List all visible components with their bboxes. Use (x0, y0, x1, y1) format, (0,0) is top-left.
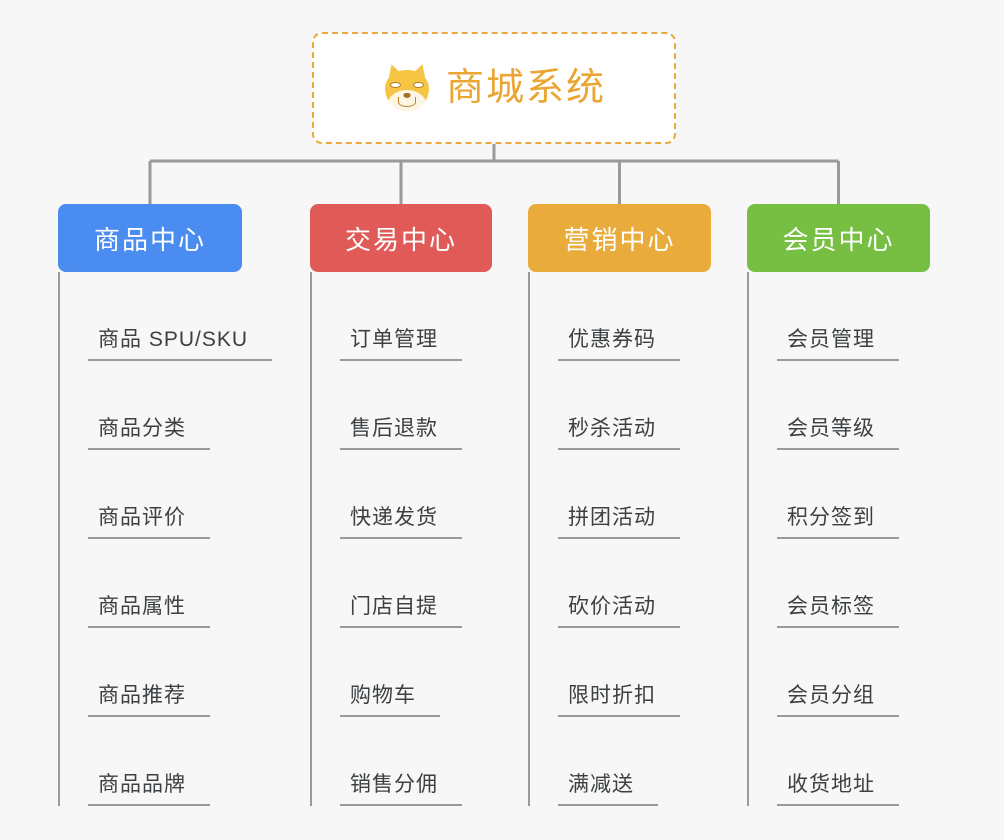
leaf-label: 商品属性 (88, 590, 210, 628)
leaf-list: 会员管理会员等级积分签到会员标签会员分组收货地址 (747, 272, 930, 806)
branch-trunk-line (528, 272, 530, 806)
leaf-node[interactable]: 商品推荐 (58, 628, 242, 717)
leaf-node[interactable]: 限时折扣 (528, 628, 711, 717)
leaf-list: 订单管理售后退款快递发货门店自提购物车销售分佣 (310, 272, 492, 806)
leaf-node[interactable]: 商品 SPU/SKU (58, 272, 273, 361)
category-node[interactable]: 商品中心 (58, 204, 242, 272)
leaf-label: 销售分佣 (340, 768, 462, 806)
branch-column: 交易中心订单管理售后退款快递发货门店自提购物车销售分佣 (310, 204, 492, 806)
root-title: 商城系统 (445, 67, 606, 109)
leaf-node[interactable]: 购物车 (310, 628, 492, 717)
leaf-label: 会员等级 (777, 412, 899, 450)
category-node[interactable]: 会员中心 (747, 204, 930, 272)
leaf-list: 商品 SPU/SKU 商品分类商品评价商品属性商品推荐商品品牌 (58, 272, 273, 806)
leaf-node[interactable]: 快递发货 (310, 450, 492, 539)
leaf-node[interactable]: 商品分类 (58, 361, 242, 450)
branch-trunk-line (747, 272, 749, 806)
leaf-label: 收货地址 (777, 768, 899, 806)
leaf-label: 门店自提 (340, 590, 462, 628)
leaf-label: 购物车 (340, 679, 440, 717)
leaf-label: 拼团活动 (558, 501, 680, 539)
leaf-node[interactable]: 秒杀活动 (528, 361, 711, 450)
leaf-label: 售后退款 (340, 412, 462, 450)
leaf-node[interactable]: 商品属性 (58, 539, 242, 628)
leaf-label: 秒杀活动 (558, 412, 680, 450)
leaf-label: 快递发货 (340, 501, 462, 539)
leaf-label: 会员标签 (777, 590, 899, 628)
shiba-inu-dog-icon (382, 61, 432, 113)
leaf-node[interactable]: 商品评价 (58, 450, 242, 539)
branch-column: 会员中心会员管理会员等级积分签到会员标签会员分组收货地址 (747, 204, 930, 806)
branch-trunk-line (310, 272, 312, 806)
branch-column: 营销中心优惠券码秒杀活动拼团活动砍价活动限时折扣满减送 (528, 204, 711, 806)
leaf-label: 限时折扣 (558, 679, 680, 717)
leaf-node[interactable]: 商品品牌 (58, 717, 242, 806)
category-node[interactable]: 交易中心 (310, 204, 492, 272)
branch-trunk-line (58, 272, 60, 806)
leaf-label: 商品推荐 (88, 679, 210, 717)
leaf-label: 会员分组 (777, 679, 899, 717)
leaf-label: 优惠券码 (558, 323, 680, 361)
leaf-node[interactable]: 积分签到 (747, 450, 930, 539)
root-node[interactable]: 商城系统 (312, 32, 676, 144)
leaf-label: 积分签到 (777, 501, 899, 539)
leaf-node[interactable]: 订单管理 (310, 272, 492, 361)
leaf-label: 满减送 (558, 768, 658, 806)
leaf-label: 商品品牌 (88, 768, 210, 806)
leaf-node[interactable]: 砍价活动 (528, 539, 711, 628)
leaf-node[interactable]: 售后退款 (310, 361, 492, 450)
leaf-label: 会员管理 (777, 323, 899, 361)
leaf-node[interactable]: 会员分组 (747, 628, 930, 717)
leaf-label: 商品分类 (88, 412, 210, 450)
leaf-node[interactable]: 拼团活动 (528, 450, 711, 539)
branch-column: 商品中心商品 SPU/SKU 商品分类商品评价商品属性商品推荐商品品牌 (58, 204, 273, 806)
leaf-node[interactable]: 销售分佣 (310, 717, 492, 806)
leaf-label: 商品评价 (88, 501, 210, 539)
leaf-node[interactable]: 收货地址 (747, 717, 930, 806)
leaf-node[interactable]: 满减送 (528, 717, 711, 806)
category-node[interactable]: 营销中心 (528, 204, 711, 272)
leaf-node[interactable]: 门店自提 (310, 539, 492, 628)
leaf-node[interactable]: 会员等级 (747, 361, 930, 450)
leaf-node[interactable]: 优惠券码 (528, 272, 711, 361)
leaf-list: 优惠券码秒杀活动拼团活动砍价活动限时折扣满减送 (528, 272, 711, 806)
leaf-label: 砍价活动 (558, 590, 680, 628)
leaf-label: 商品 SPU/SKU (88, 323, 273, 361)
leaf-label: 订单管理 (340, 323, 462, 361)
leaf-node[interactable]: 会员标签 (747, 539, 930, 628)
leaf-node[interactable]: 会员管理 (747, 272, 930, 361)
